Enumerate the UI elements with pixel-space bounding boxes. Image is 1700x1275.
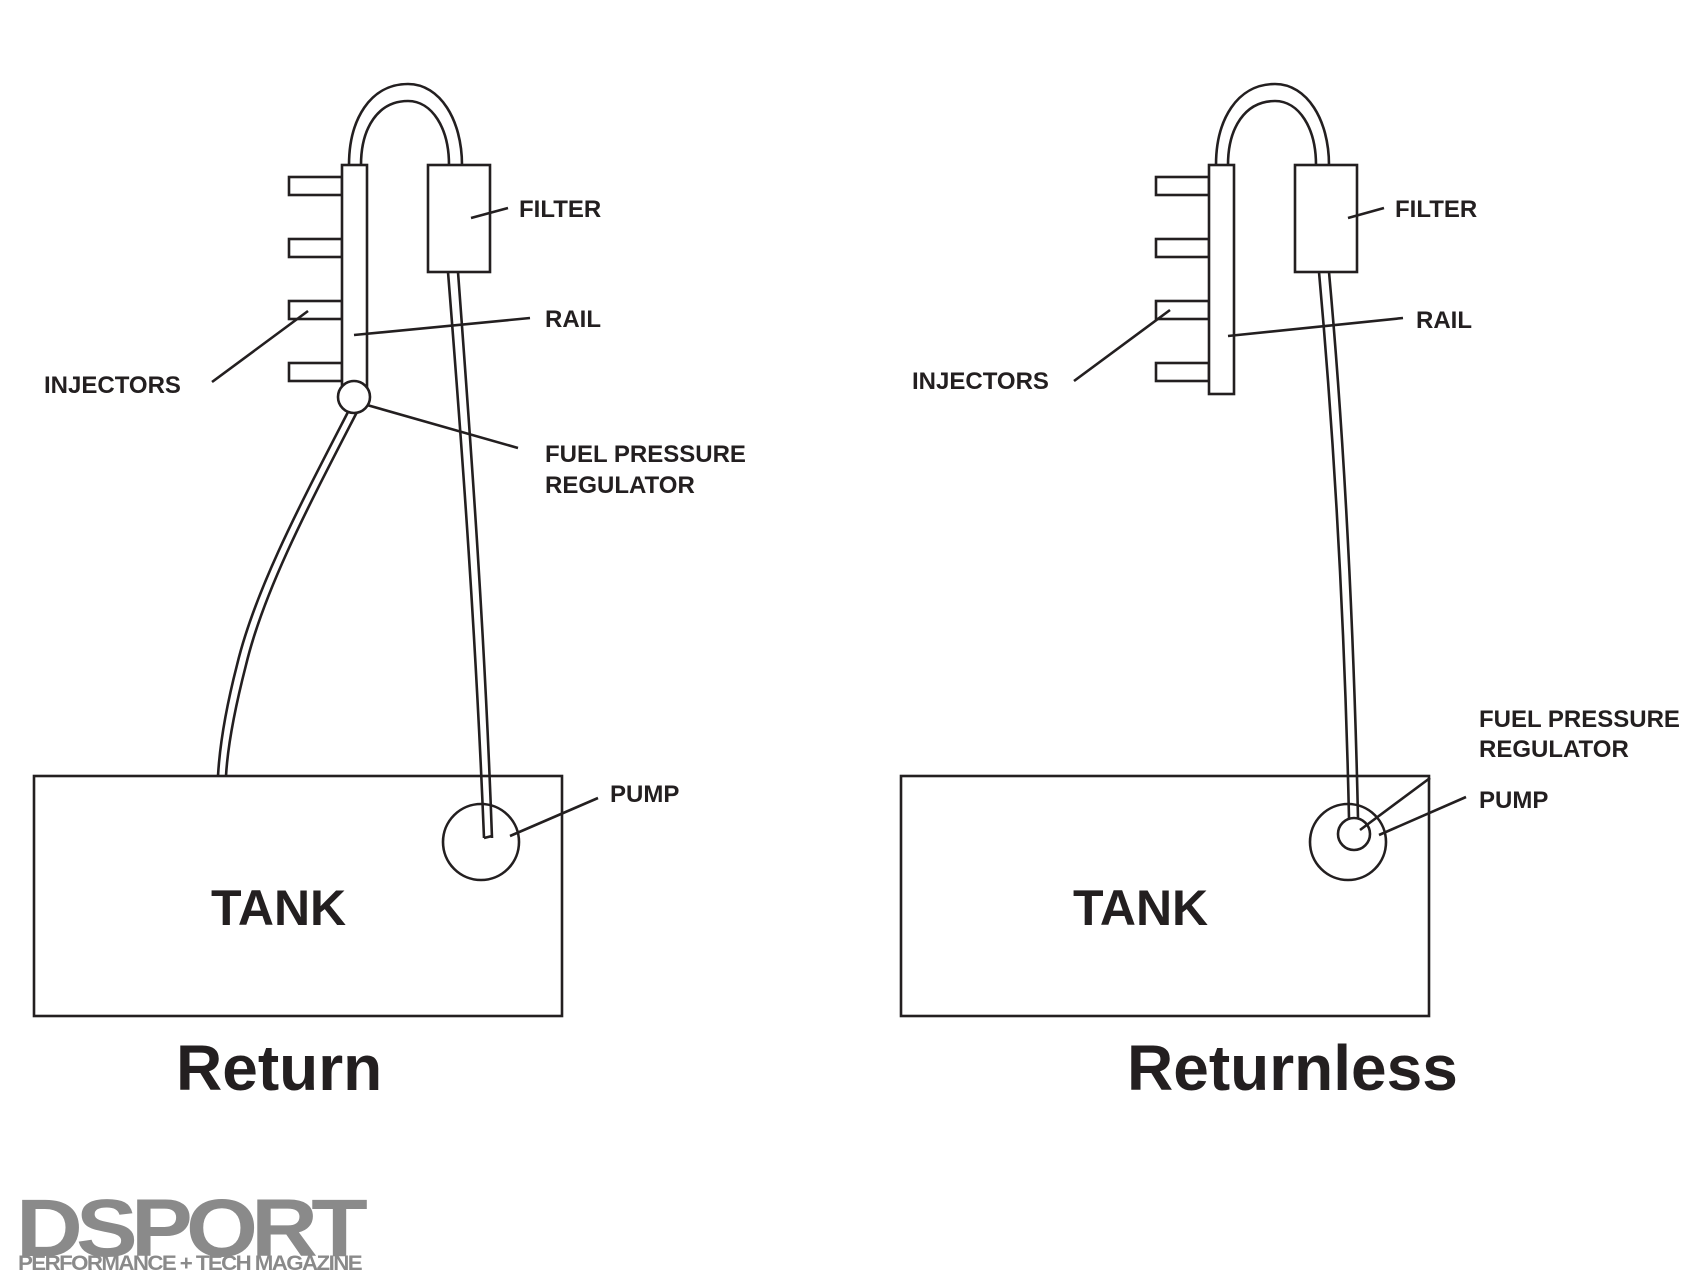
return-rail-label: RAIL [545, 306, 601, 333]
returnless-supply-line [1317, 271, 1351, 819]
returnless-rail-label: RAIL [1416, 307, 1472, 334]
returnless-injector-1 [1154, 175, 1211, 197]
return-supply-line-inner [456, 271, 494, 839]
return-regulator [336, 379, 372, 415]
return-supply-line-cap [483, 834, 493, 840]
return-return-line-inner [224, 411, 359, 777]
return-injector-1 [287, 175, 344, 197]
returnless-rail-leader [1227, 316, 1404, 338]
return-injector-3 [287, 299, 344, 321]
returnless-filter-leader [1347, 206, 1385, 220]
return-diagram: FILTER RAIL INJECTORS FUEL PRESSURE REGU… [32, 82, 746, 1104]
returnless-regulator [1336, 816, 1372, 852]
return-return-line [216, 411, 350, 777]
dsport-logo: DSPORT PERFORMANCE + TECH MAGAZINE [16, 1183, 374, 1275]
returnless-tank-label: TANK [1073, 880, 1208, 936]
returnless-loop-outer [1214, 82, 1331, 166]
returnless-injectors-leader [1073, 308, 1171, 383]
return-filter-leader [470, 206, 509, 220]
return-regulator-leader [366, 403, 519, 450]
return-regulator-label-line1: FUEL PRESSURE [545, 441, 746, 468]
return-pump [441, 802, 521, 882]
returnless-injector-3 [1154, 299, 1211, 321]
return-loop-inner [359, 99, 451, 166]
return-injector-2 [287, 237, 344, 259]
returnless-injector-2 [1154, 237, 1211, 259]
returnless-pump-label: PUMP [1479, 787, 1548, 814]
returnless-pump-leader [1378, 795, 1467, 837]
returnless-filter [1293, 163, 1359, 274]
return-regulator-label-line2: REGULATOR [545, 472, 695, 499]
return-loop-outer [347, 82, 464, 166]
return-title: Return [176, 1032, 382, 1104]
return-tank-label: TANK [211, 880, 346, 936]
return-supply-line [446, 271, 486, 839]
return-pump-label: PUMP [610, 781, 679, 808]
returnless-regulator-label-line2: REGULATOR [1479, 736, 1629, 763]
logo-tagline: PERFORMANCE + TECH MAGAZINE [18, 1252, 363, 1275]
returnless-injectors-label: INJECTORS [912, 368, 1049, 395]
logo-brand: DSPORT [16, 1183, 368, 1274]
return-rail-leader [353, 316, 531, 337]
return-rail [340, 163, 369, 399]
return-filter [426, 163, 492, 274]
returnless-title: Returnless [1127, 1032, 1458, 1104]
return-injector-4 [287, 361, 344, 383]
return-filter-label: FILTER [519, 196, 601, 223]
returnless-filter-label: FILTER [1395, 196, 1477, 223]
returnless-rail [1207, 163, 1236, 396]
returnless-diagram: FILTER RAIL INJECTORS FUEL PRESSURE REGU… [899, 82, 1680, 1104]
return-injectors-leader [211, 309, 309, 384]
returnless-injector-4 [1154, 361, 1211, 383]
returnless-regulator-leader [1359, 776, 1431, 832]
returnless-loop-inner [1226, 99, 1318, 166]
returnless-regulator-label-line1: FUEL PRESSURE [1479, 706, 1680, 733]
return-injectors-label: INJECTORS [44, 372, 181, 399]
return-pump-leader [509, 796, 599, 838]
returnless-supply-line-inner [1327, 271, 1360, 819]
